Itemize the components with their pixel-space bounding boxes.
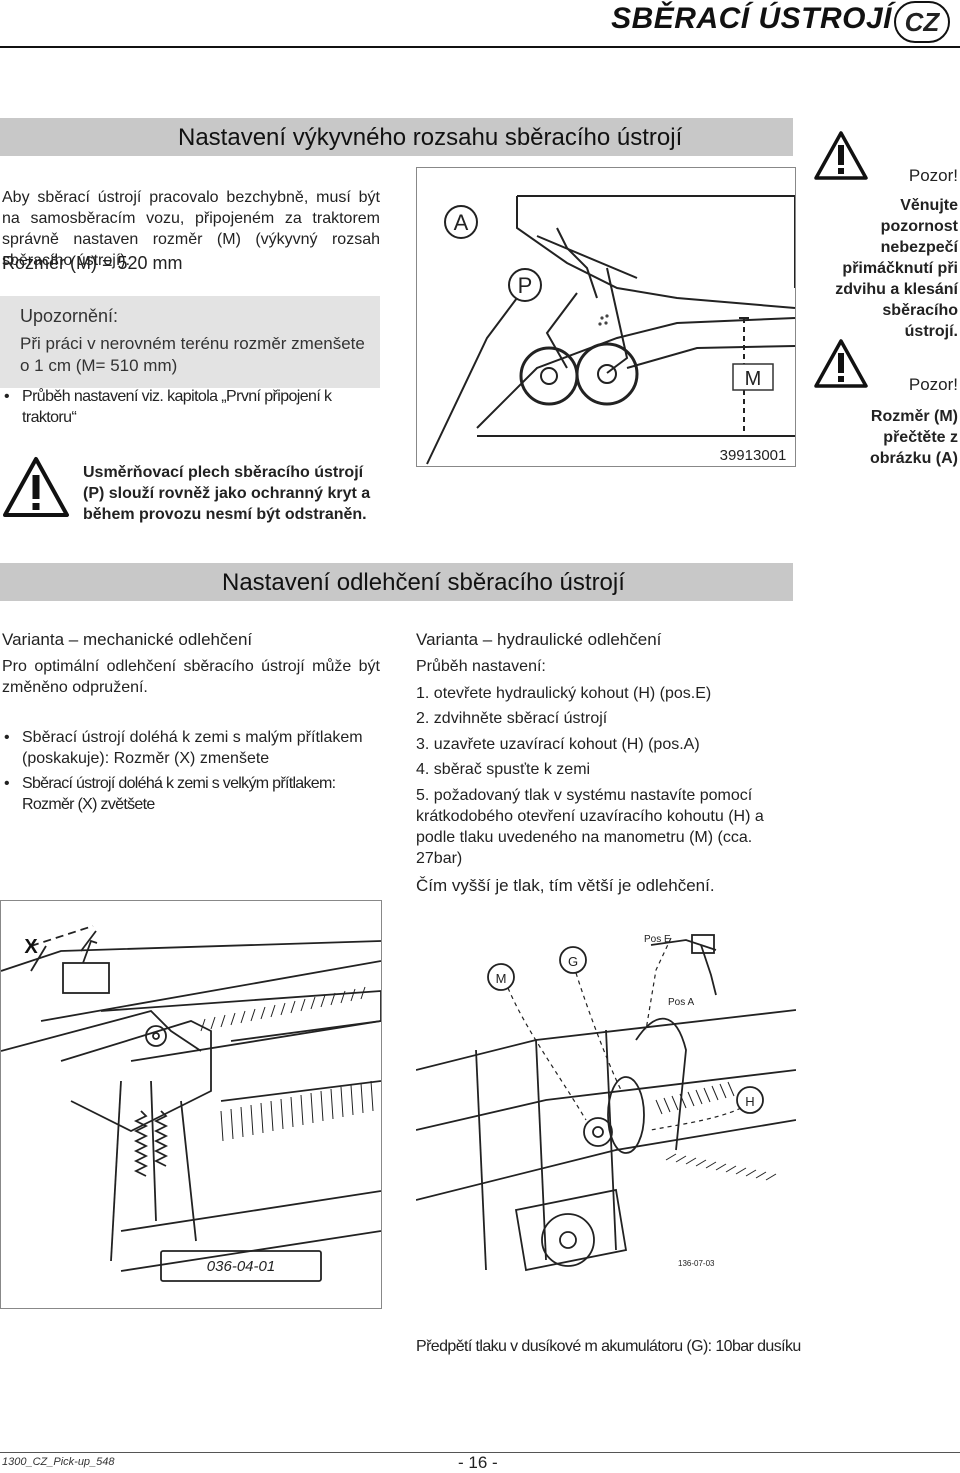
figure-label-m: M xyxy=(745,368,762,390)
figure-code: 036-04-01 xyxy=(207,1258,275,1275)
mech-bullet: Sběrací ústrojí doléhá k zemi s malým př… xyxy=(4,727,380,769)
mech-intro: Pro optimální odlehčení sběracího ústroj… xyxy=(2,658,380,696)
note-heading: Upozornění: xyxy=(20,306,119,326)
warning-text: Usměrňovací plech sběracího ústrojí (P) … xyxy=(83,464,371,523)
hyd-step: 5. požadovaný tlak v systému nastavíte p… xyxy=(416,787,764,867)
header-rule xyxy=(0,46,960,48)
section-title: Nastavení odlehčení sběracího ústrojí xyxy=(222,569,625,596)
section-title: Nastavení výkyvného rozsahu sběracího ús… xyxy=(178,124,683,151)
figure-label-x: X xyxy=(24,936,38,958)
footer-rule xyxy=(0,1452,960,1453)
note-box: Upozornění: Při práci v nerovném terénu … xyxy=(0,296,380,388)
hyd-step: 2. zdvihněte sběrací ústrojí xyxy=(416,710,608,727)
note-text: Při práci v nerovném terénu rozměr zmenš… xyxy=(20,334,365,375)
hyd-conclusion: Čím vyšší je tlak, tím větší je odlehčen… xyxy=(416,876,715,895)
figure-label-h: H xyxy=(745,1094,754,1109)
figure-swing-range: A P M 39913001 xyxy=(416,167,796,467)
figure-drawing: A P M 39913001 xyxy=(426,195,795,465)
dimension-value: Rozměr (M) = 520 mm xyxy=(2,253,183,273)
mech-bullet: Sběrací ústrojí doléhá k zemi s velkým p… xyxy=(4,773,380,815)
figure-code: 39913001 xyxy=(720,447,787,464)
figure-label-a: A xyxy=(454,210,469,235)
figure-hydraulic: M G H Pos E Pos A 136-07-03 xyxy=(416,900,796,1310)
side-warning-title: Pozor! xyxy=(908,166,958,185)
side-warning-title: Pozor! xyxy=(908,375,958,394)
figure-label-pos-e: Pos E xyxy=(644,934,671,945)
hyd-step: 1. otevřete hydraulický kohout (H) (pos.… xyxy=(416,685,712,702)
hyd-step: 3. uzavřete uzavírací kohout (H) (pos.A) xyxy=(416,736,700,753)
section-title-bar: Nastavení výkyvného rozsahu sběracího ús… xyxy=(0,118,793,156)
intro-paragraph: Aby sběrací ústrojí pracovalo bezchybně,… xyxy=(2,189,380,269)
language-badge: CZ xyxy=(894,1,950,43)
bullet-item: Průběh nastavení viz. kapitola „První př… xyxy=(4,386,382,428)
figure-code: 136-07-03 xyxy=(678,1259,715,1268)
figure-label-p: P xyxy=(518,273,533,298)
figure-label-g: G xyxy=(568,954,578,969)
warning-icon xyxy=(3,457,69,517)
mech-bullet-text: Sběrací ústrojí doléhá k zemi s velkým p… xyxy=(22,775,336,813)
mech-heading: Varianta – mechanické odlehčení xyxy=(2,630,253,649)
side-warning-text: Rozměr (M) přečtěte z obrázku (A) xyxy=(870,408,958,467)
warning-icon xyxy=(814,339,868,388)
figure-caption: Předpětí tlaku v dusíkové m akumulátoru … xyxy=(416,1338,801,1355)
figure-label-pos-a: Pos A xyxy=(668,997,694,1008)
footer-doc-id: 1300_CZ_Pick-up_548 xyxy=(2,1456,115,1468)
section-title-bar: Nastavení odlehčení sběracího ústrojí xyxy=(0,563,793,601)
page-header-title: SBĚRACÍ ÚSTROJÍ xyxy=(611,2,892,35)
figure-drawing: M G H Pos E Pos A 136-07-03 xyxy=(416,934,796,1272)
hyd-subheading: Průběh nastavení: xyxy=(416,658,546,675)
page-number: - 16 - xyxy=(458,1453,498,1472)
figure-mechanical: X 036-04-01 xyxy=(0,900,382,1309)
hyd-step: 4. sběrač spusťte k zemi xyxy=(416,761,591,778)
mech-bullet-text: Sběrací ústrojí doléhá k zemi s malým př… xyxy=(22,729,363,767)
side-warning-text: Věnujte pozornost nebezpečí přimáčknutí … xyxy=(835,197,958,340)
hyd-heading: Varianta – hydraulické odlehčení xyxy=(416,630,662,649)
warning-icon xyxy=(814,131,868,180)
figure-drawing: X 036-04-01 xyxy=(1,925,381,1282)
figure-label-m: M xyxy=(496,971,507,986)
bullet-text: Průběh nastavení viz. kapitola „První př… xyxy=(22,388,332,426)
